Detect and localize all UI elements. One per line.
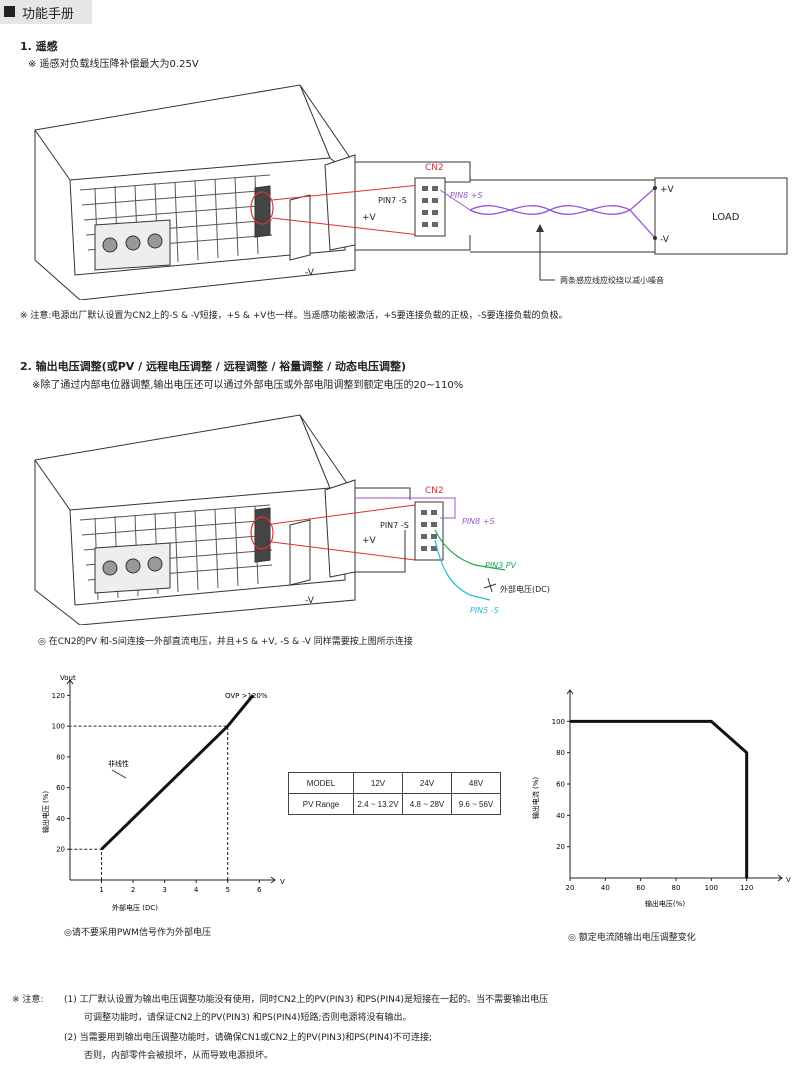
section2-title: 2. 输出电压调整(或PV / 远程电压调整 / 远程调整 / 裕量调整 / 动… <box>20 360 406 373</box>
nonlinear-annotation: 非线性 <box>108 759 129 768</box>
section1-title: 1. 遥感 <box>20 40 58 53</box>
x-tick-label: 120 <box>740 884 753 892</box>
pv-table-header: MODEL <box>288 772 354 794</box>
section1-remark: ※ 注意:电源出厂默认设置为CN2上的-S & -V短接，+S & +V也一样。… <box>20 311 568 321</box>
y-tick-label: 120 <box>52 692 65 700</box>
footer-note-line2: 可调整功能时，请保证CN2上的PV(PIN3) 和PS(PIN4)短路;否则电源… <box>84 1013 412 1023</box>
pin8-label: PIN8 +S <box>450 191 483 200</box>
pv-table-cell: 4.8 ~ 28V <box>402 793 452 815</box>
chart-left-xlabel: 外部电压 (DC) <box>112 903 158 912</box>
y-tick-label: 100 <box>552 718 565 726</box>
y-tick-label: 100 <box>52 723 65 731</box>
chart-left-caption: ◎请不要采用PWM信号作为外部电压 <box>64 928 211 938</box>
y-tick-label: 20 <box>56 846 65 854</box>
data-point <box>100 848 103 851</box>
pin3-label: PIN3 PV <box>485 561 517 570</box>
pv-table-row: PV Range 2.4 ~ 13.2V 4.8 ~ 28V 9.6 ~ 56V <box>288 793 501 815</box>
x-tick-label: 80 <box>672 884 681 892</box>
section2-remark: ◎ 在CN2的PV 和-S间连接一外部直流电压，并且+S & +V, -S & … <box>38 637 413 647</box>
pin5-label: PIN5 -S <box>470 606 499 615</box>
footer-note-line4: 否则，内部零件会被损坏，从而导致电源损坏。 <box>84 1051 274 1061</box>
data-point <box>226 725 229 727</box>
chart-left-ylabel-top: Vout <box>60 674 76 682</box>
section-header: 功能手册 <box>0 0 92 24</box>
chart-right-x-symbol: V <box>786 876 791 884</box>
chart-left-x-symbol: V <box>280 878 285 886</box>
pv-table-header-row: MODEL 12V 24V 48V <box>288 772 501 794</box>
page-title: 功能手册 <box>22 7 75 22</box>
minus-v-label: -V <box>305 268 315 278</box>
data-point <box>745 877 748 879</box>
footer-note-mark: ※ 注意: <box>12 995 44 1005</box>
chart-left-ylabel: 输出电压 (%) <box>41 791 50 834</box>
x-tick-label: 20 <box>566 884 575 892</box>
chart-current-vs-output-voltage: 输出电流 (%) 输出电压(%) V 20 40 60 80 100 120 20 40 60 8… <box>531 689 791 908</box>
plus-v-label: +V <box>362 213 377 223</box>
load-minus-label: -V <box>660 235 670 245</box>
pv-table-cell: 9.6 ~ 56V <box>451 793 501 815</box>
cn2-label-2: CN2 <box>425 486 444 496</box>
data-point <box>569 720 571 723</box>
chart-right-caption: ◎ 额定电流随输出电压调整变化 <box>568 933 696 943</box>
x-tick-label: 1 <box>99 886 103 894</box>
twist-note: 两条感应线应绞绕以减小噪音 <box>560 275 664 285</box>
x-axis-arrow <box>270 876 276 884</box>
x-tick-label: 4 <box>194 886 199 894</box>
pv-table-header: 48V <box>451 772 501 794</box>
guide-line <box>70 725 229 880</box>
y-tick-label: 20 <box>556 843 565 851</box>
cn2-label: CN2 <box>425 163 444 173</box>
voltage-adjust-diagram: CN2 PIN7 -S PIN8 +S +V -V PIN3 PV 外部电压(D… <box>34 414 550 625</box>
x-tick-label: 3 <box>162 886 166 894</box>
pin7-label: PIN7 -S <box>378 196 407 205</box>
y-tick-label: 40 <box>556 812 565 820</box>
pin8-label-2: PIN8 +S <box>462 517 495 526</box>
y-tick-label: 60 <box>556 781 565 789</box>
load-label: LOAD <box>712 212 740 223</box>
section1-note: ※ 遥感对负载线压降补偿最大为0.25V <box>28 59 199 70</box>
remote-sense-diagram: CN2 PIN7 -S PIN8 +S +V -V +V LOAD -V 两条感… <box>34 84 788 300</box>
data-point <box>710 720 713 723</box>
x-axis-arrow <box>777 874 783 882</box>
chart-right-ylabel: 输出电流 (%) <box>531 777 540 820</box>
pv-range-table: MODEL 12V 24V 48V PV Range 2.4 ~ 13.2V 4… <box>288 772 501 815</box>
x-tick-label: 60 <box>636 884 645 892</box>
pv-table-header: 24V <box>402 772 452 794</box>
square-bullet-icon <box>4 6 15 17</box>
footer-note-line1: (1) 工厂默认设置为输出电压调整功能没有使用，同时CN2上的PV(PIN3) … <box>64 995 549 1005</box>
section2-note: ※除了通过内部电位器调整,输出电压还可以通过外部电压或外部电阻调整到额定电压的2… <box>32 380 464 391</box>
chart-right-xlabel: 输出电压(%) <box>645 899 685 908</box>
pv-table-cell: 2.4 ~ 13.2V <box>353 793 403 815</box>
data-point <box>252 694 254 697</box>
x-tick-label: 2 <box>131 886 135 894</box>
pv-table-header: 12V <box>353 772 403 794</box>
series-line <box>100 694 255 851</box>
x-tick-label: 6 <box>257 886 262 894</box>
load-plus-label: +V <box>660 185 675 195</box>
minus-v-label-2: -V <box>305 596 315 606</box>
y-tick-label: 40 <box>56 815 65 823</box>
chart-vout-vs-external-voltage: Vout 输出电压 (%) 外部电压 (DC) V OVP >120% 非线性 … <box>41 674 285 912</box>
y-tick-label: 80 <box>56 753 65 761</box>
footer-note-line3: (2) 当需要用到输出电压调整功能时，请确保CN1或CN2上的PV(PIN3)和… <box>64 1033 432 1043</box>
y-tick-label: 60 <box>56 784 65 792</box>
x-tick-label: 5 <box>225 886 229 894</box>
plus-v-label-2: +V <box>362 536 377 546</box>
data-point <box>745 751 748 754</box>
guide-line <box>70 848 103 880</box>
pv-table-row-label: PV Range <box>288 793 354 815</box>
external-voltage-label: 外部电压(DC) <box>500 584 550 594</box>
x-tick-label: 40 <box>601 884 610 892</box>
y-tick-label: 80 <box>556 749 565 757</box>
ovp-annotation: OVP >120% <box>225 692 268 700</box>
pin7-label-2: PIN7 -S <box>380 521 409 530</box>
x-tick-label: 100 <box>705 884 718 892</box>
y-axis-arrow <box>566 689 574 695</box>
series-line <box>570 719 749 878</box>
y-axis-arrow <box>66 679 74 685</box>
